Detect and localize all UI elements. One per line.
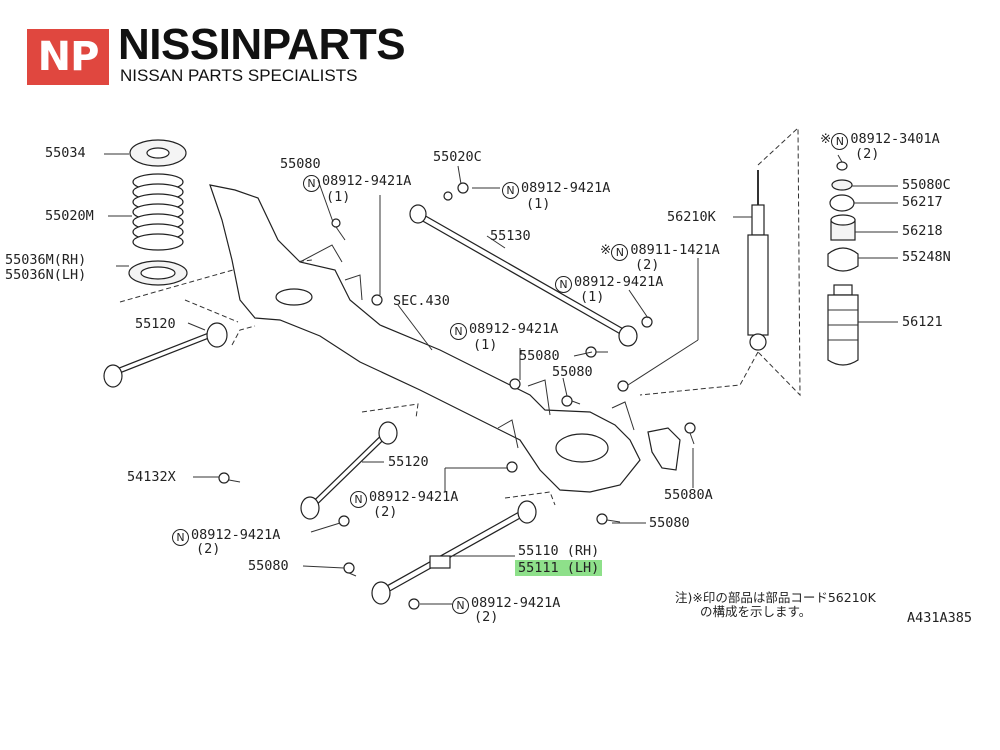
bolt-qty-2: (1) [526, 196, 551, 212]
n-circle-icon: N [611, 244, 629, 261]
shock-mount-stack-drawing [827, 161, 898, 366]
label-55036MN: 55036M(RH) 55036N(LH) [5, 252, 87, 283]
bolt-qty-1: (1) [326, 189, 351, 205]
label-56210K: 56210K [667, 209, 716, 225]
brand-name: NISSINPARTS [118, 20, 406, 69]
n-circle-icon: N [450, 323, 467, 340]
label-sec430: SEC.430 [393, 293, 450, 309]
upper-link-drawing [103, 322, 256, 388]
bolt-qty-6: (2) [196, 541, 221, 557]
n-circle-icon: N [350, 491, 367, 508]
n-circle-icon: N [831, 133, 849, 150]
highlighted-part-number: 55111 (LH) [515, 560, 603, 576]
n-circle-icon: N [172, 529, 189, 546]
lateral-link-drawing [371, 491, 556, 605]
label-55080A: 55080A [664, 487, 713, 503]
radius-rod-drawing [409, 204, 638, 347]
spring-seat-drawing [104, 139, 187, 167]
label-56218: 56218 [902, 223, 943, 239]
n-circle-icon: N [452, 597, 469, 614]
label-55248N: 55248N [902, 249, 951, 265]
label-55080-a: 55080 [280, 156, 321, 172]
label-55080-b: 55080 [519, 348, 560, 364]
label-55120-top: 55120 [135, 316, 176, 332]
leader-lines-drawing [193, 154, 843, 605]
label-55020C: 55020C [433, 149, 482, 165]
suspension-member-drawing [209, 184, 681, 493]
label-55020M: 55020M [45, 208, 94, 224]
bolt-qty-5: (2) [373, 504, 398, 520]
label-55080-d: 55080 [649, 515, 690, 531]
label-55111: 55111 (LH) [515, 560, 603, 576]
bolt-qty-4: (1) [473, 337, 498, 353]
brand-logo: NP [27, 29, 109, 85]
label-54132X: 54132X [127, 469, 176, 485]
bolt-qty-08912-3401A: (2) [855, 146, 880, 162]
lower-seat-drawing [116, 260, 188, 286]
label-55034: 55034 [45, 145, 86, 161]
lower-link-mid-drawing [300, 403, 419, 520]
diagram-code: A431A385 [907, 610, 973, 626]
brand-tagline: NISSAN PARTS SPECIALISTS [120, 66, 358, 85]
shock-absorber-drawing [639, 126, 801, 397]
label-55110: 55110 (RH) [518, 543, 600, 559]
fasteners-drawing [218, 182, 696, 610]
n-circle-icon: N [502, 182, 519, 199]
note-line-1: 注)※印の部品は部品コード56210K [675, 590, 876, 605]
bolt-qty-3: (1) [580, 289, 605, 305]
label-55080C: 55080C [902, 177, 951, 193]
n-circle-icon: N [303, 175, 320, 192]
n-circle-icon: N [555, 276, 572, 293]
label-55130: 55130 [490, 228, 531, 244]
label-55120-mid: 55120 [388, 454, 429, 470]
bolt-qty-7: (2) [474, 609, 499, 625]
label-55080-c: 55080 [552, 364, 593, 380]
coil-spring-drawing [108, 173, 184, 251]
label-55080-e: 55080 [248, 558, 289, 574]
label-56217: 56217 [902, 194, 943, 210]
label-56121: 56121 [902, 314, 943, 330]
bolt-qty-08911: (2) [635, 257, 660, 273]
note-line-2: の構成を示します。 [700, 604, 812, 619]
